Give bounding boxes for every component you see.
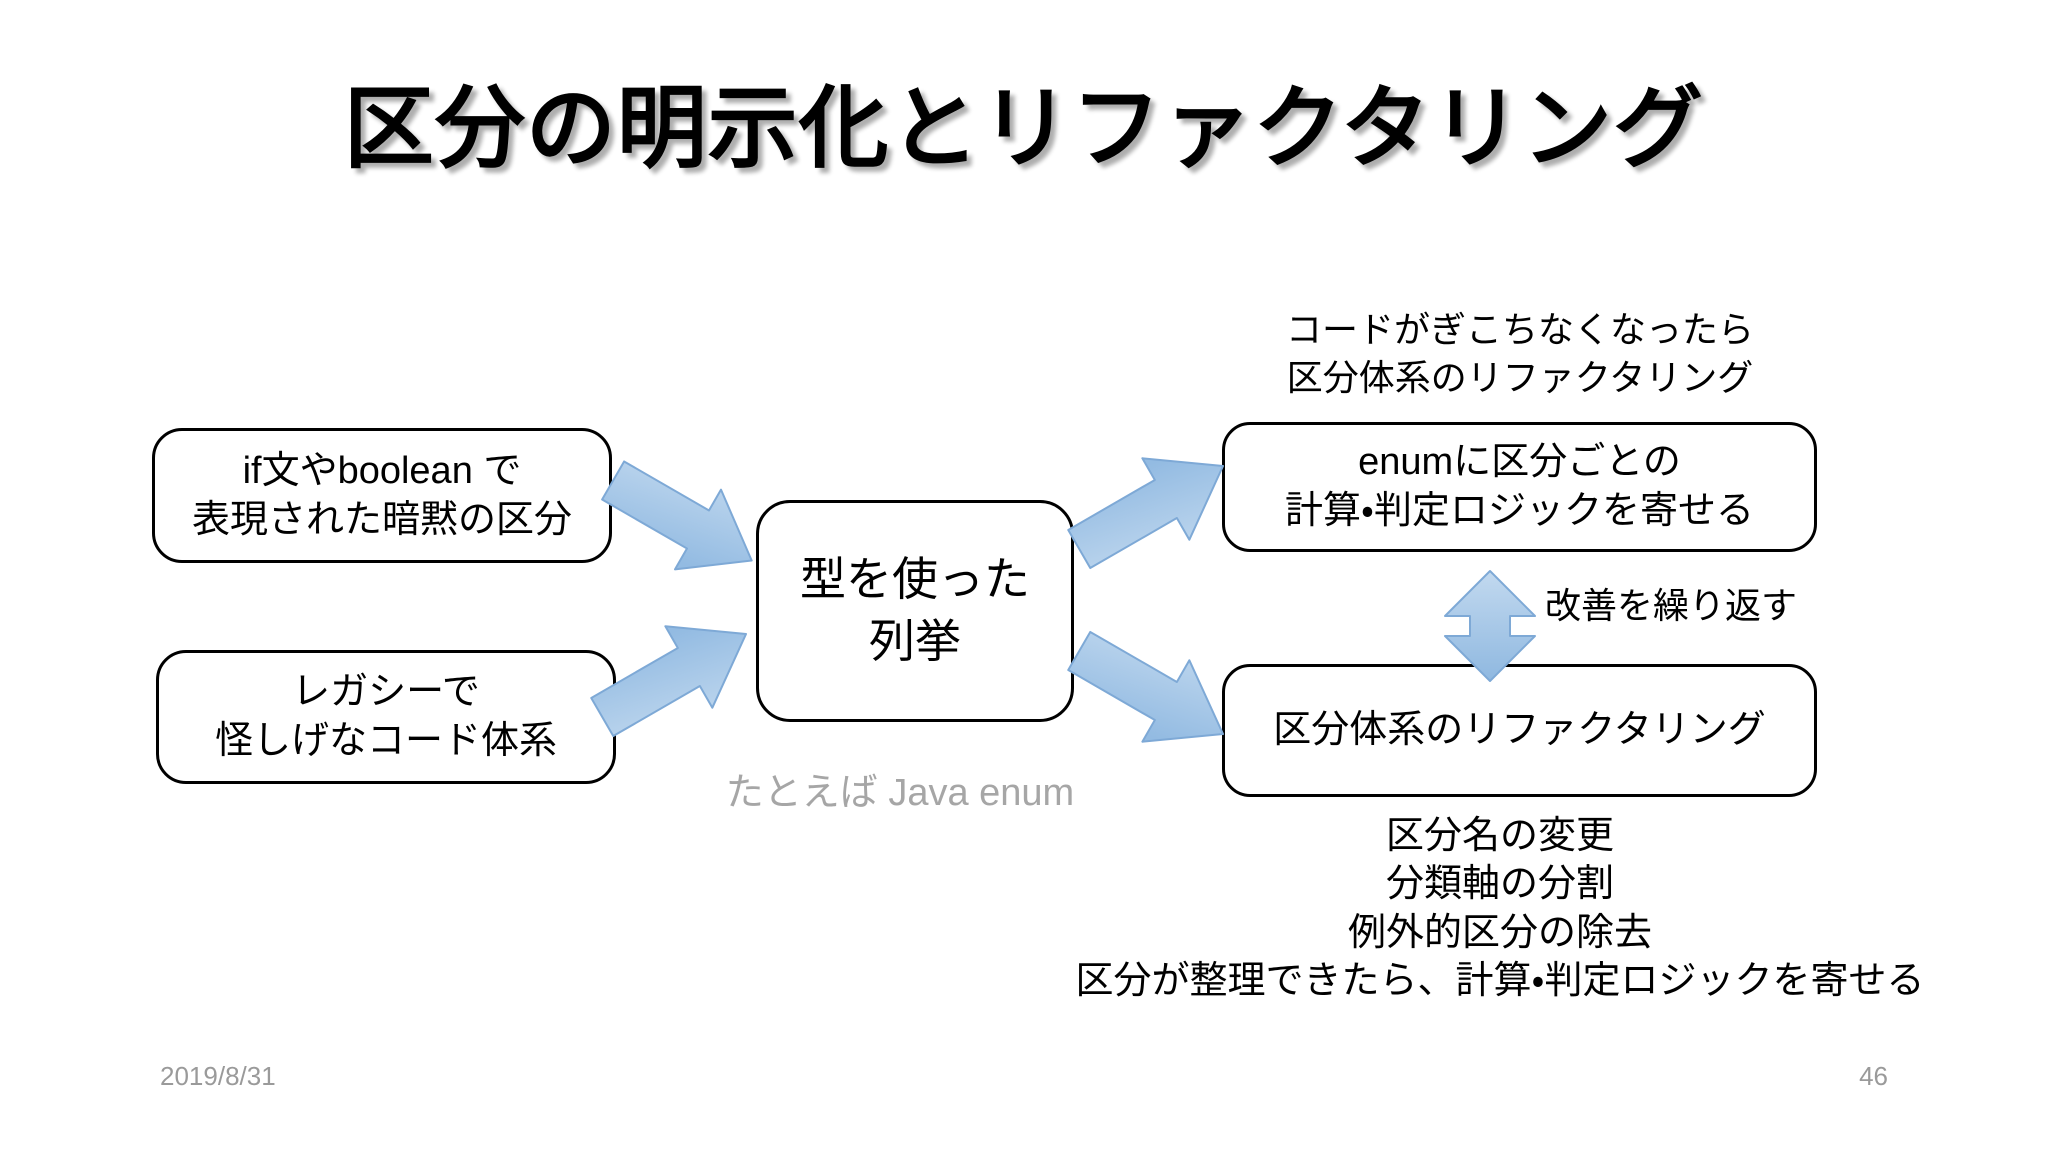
- diagram-box-legacy-code: レガシーで 怪しげなコード体系: [156, 650, 616, 784]
- caption-repeat-improvement: 改善を繰り返す: [1545, 585, 1798, 626]
- diagram-box-enum-logic: enumに区分ごとの 計算・判定ロジックを寄せる: [1222, 422, 1817, 552]
- arrow-up-down-icon: [1444, 570, 1536, 682]
- footer-date: 2019/8/31: [160, 1061, 276, 1091]
- caption-refactor-steps: 区分名の変更 分類軸の分割 例外的区分の除去 区分が整理できたら、計算・判定ロジ…: [1075, 815, 1925, 1002]
- caption-java-enum-example: たとえば Java enum: [725, 772, 1075, 814]
- diagram-box-typed-enumeration: 型を使った 列挙: [756, 500, 1074, 722]
- arrow-right-down-icon: [601, 460, 753, 571]
- footer-page-number: 46: [1859, 1061, 1888, 1091]
- caption-awkward-code: コードがぎこちなくなったら 区分体系のリファクタリング: [1285, 309, 1754, 398]
- arrow-right-up-icon: [590, 625, 748, 738]
- diagram-box-implicit-classification: if文やboolean で 表現された暗黙の区分: [152, 428, 612, 563]
- page-title: 区分の明示化とリファクタリング: [344, 79, 1704, 179]
- arrow-right-down-icon: [1067, 630, 1225, 743]
- arrow-right-up-icon: [1067, 457, 1225, 570]
- diagram-box-refactor-classification: 区分体系のリファクタリング: [1222, 664, 1817, 797]
